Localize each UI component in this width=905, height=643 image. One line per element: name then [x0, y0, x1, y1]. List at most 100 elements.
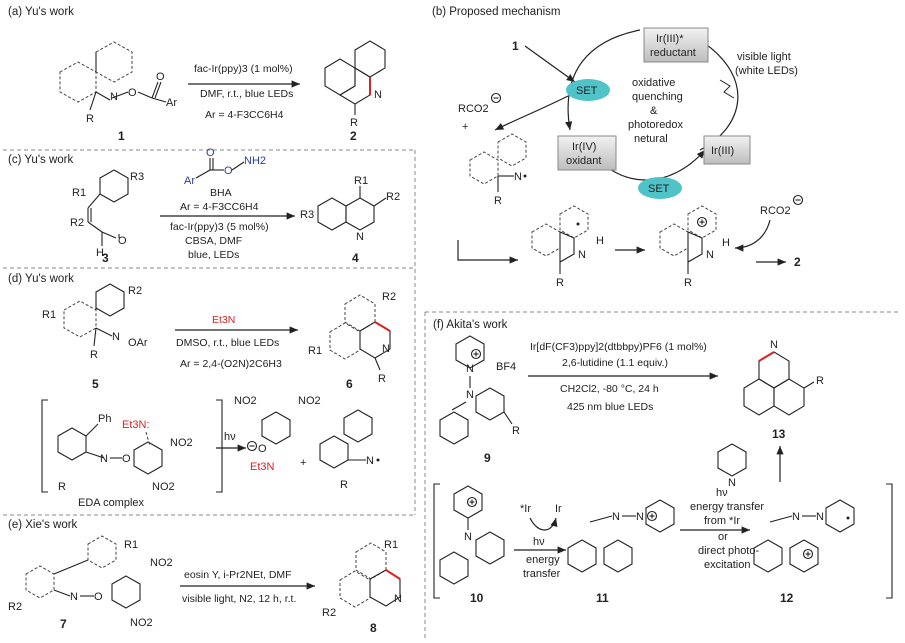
svg-text:R2: R2 — [322, 607, 336, 619]
bha-label: BHA — [210, 187, 232, 199]
panel-d-condition-2: Ar = 2,4-(O2N)2C6H3 — [180, 358, 282, 370]
svg-text:N: N — [636, 511, 644, 523]
svg-text:N: N — [706, 249, 714, 261]
pyridine-byproduct-structure: N — [717, 443, 747, 489]
svg-text:R: R — [556, 277, 564, 289]
svg-text:O: O — [258, 443, 267, 455]
svg-text:N: N — [464, 531, 472, 543]
mechanism-compound-1: 1 — [512, 39, 519, 53]
svg-text:Et3N:: Et3N: — [122, 419, 150, 431]
svg-text:R: R — [512, 425, 520, 437]
panel-c-condition-2: fac-Ir(ppy)3 (5 mol%) — [170, 221, 269, 233]
compound-label-1: 1 — [118, 129, 125, 143]
svg-text:+: + — [300, 457, 306, 469]
panel-c-header: (c) Yu's work — [8, 154, 73, 166]
compound-8-structure: N R1 R2 — [322, 539, 402, 619]
eda-complex-structure: Ph N O Et3N: NO2 NO2 R — [57, 413, 193, 493]
iminyl-radical-d-structure: N R — [319, 409, 380, 491]
panel-c-condition-1: Ar = 4-F3CC6H4 — [180, 201, 259, 213]
svg-text:O: O — [122, 453, 131, 465]
panel-e-condition-2: visible light, N2, 12 h, r.t. — [182, 593, 296, 605]
panel-f-condition-3: CH2Cl2, -80 °C, 24 h — [560, 383, 659, 395]
svg-text:NO2: NO2 — [152, 481, 175, 493]
panel-a-condition-3: Ar = 4-F3CC6H4 — [205, 109, 284, 121]
panel-dividers — [3, 149, 900, 640]
svg-text:N: N — [382, 343, 390, 355]
svg-text:netural: netural — [634, 133, 668, 145]
set-bottom-label: SET — [648, 183, 670, 195]
svg-text:direct photo-: direct photo- — [698, 545, 759, 557]
svg-text:energy transfer: energy transfer — [690, 501, 764, 513]
svg-text:R1: R1 — [72, 187, 86, 199]
svg-text:R1: R1 — [308, 345, 322, 357]
panel-d: (d) Yu's work R1 R2 N OAr R 5 Et3N DMSO,… — [8, 273, 396, 509]
svg-text:N: N — [466, 389, 474, 401]
compound-10-structure: N — [439, 485, 505, 585]
svg-text:R: R — [494, 195, 502, 207]
svg-text:NO2: NO2 — [170, 437, 193, 449]
svg-text:oxidative: oxidative — [632, 77, 675, 89]
compound-13-structure: N R — [743, 339, 824, 416]
compound-label-2: 2 — [350, 129, 357, 143]
svg-text:R: R — [350, 117, 358, 129]
svg-text:hν: hν — [224, 431, 236, 443]
svg-text:H: H — [96, 247, 104, 259]
svg-text:N: N — [466, 363, 474, 375]
panel-d-condition-1: DMSO, r.t., blue LEDs — [176, 337, 279, 349]
svg-text:N: N — [816, 511, 824, 523]
compound-2-structure: N R — [324, 40, 386, 129]
panel-a-condition-1: fac-Ir(ppy)3 (1 mol%) — [194, 63, 293, 75]
svg-text:O: O — [224, 165, 233, 177]
ir3-star-label: Ir(III)* — [656, 33, 684, 45]
compound-6-structure: N R R1 R2 — [308, 291, 396, 385]
ir3-label: Ir(III) — [711, 145, 734, 157]
panel-e-condition-1: eosin Y, i-Pr2NEt, DMF — [184, 569, 292, 581]
panel-f: (f) Akita's work N N R BF4 9 Ir[dF(CF3)p… — [433, 319, 893, 605]
panel-a-header: (a) Yu's work — [8, 6, 74, 18]
svg-text:NO2: NO2 — [234, 395, 257, 407]
svg-text:from *Ir: from *Ir — [704, 515, 740, 527]
svg-text:N: N — [356, 231, 364, 243]
svg-text:or: or — [718, 531, 728, 543]
compound-label-12: 12 — [780, 591, 794, 605]
svg-text:O: O — [206, 147, 215, 159]
panel-e: (e) Xie's work N O R1 R2 NO2 NO2 7 eosin… — [8, 519, 402, 635]
svg-text:R2: R2 — [386, 191, 400, 203]
svg-text:N: N — [394, 593, 402, 605]
svg-text:N: N — [770, 339, 778, 351]
svg-text:N: N — [70, 591, 78, 603]
white-leds-label: (white LEDs) — [735, 65, 798, 77]
compound-11-structure: N N — [567, 499, 675, 573]
reductant-label: reductant — [650, 47, 696, 59]
svg-text:+: + — [462, 121, 468, 133]
svg-text:*Ir: *Ir — [520, 503, 531, 515]
svg-text:O: O — [118, 235, 127, 247]
compound-3-structure: R1 R2 R3 H O — [70, 169, 144, 259]
panel-a-condition-2: DMF, r.t., blue LEDs — [200, 88, 293, 100]
bha-structure: Ar O O NH2 — [184, 147, 266, 187]
panel-f-condition-4: 425 nm blue LEDs — [567, 401, 653, 413]
svg-text:H: H — [722, 237, 730, 249]
svg-text:hν: hν — [533, 536, 545, 548]
svg-text:&: & — [650, 105, 658, 117]
svg-text:Ph: Ph — [98, 413, 111, 425]
svg-text:N: N — [100, 453, 108, 465]
panel-c-condition-3: CBSA, DMF — [185, 235, 242, 247]
cation-intermediate-structure: N H R — [659, 205, 730, 289]
svg-text:Ir: Ir — [555, 503, 562, 515]
svg-text:R: R — [684, 277, 692, 289]
svg-text:R1: R1 — [124, 539, 138, 551]
compound-label-7: 7 — [60, 617, 67, 631]
svg-text:R2: R2 — [8, 601, 22, 613]
compound-label-11: 11 — [596, 591, 609, 605]
svg-text:OAr: OAr — [128, 337, 148, 349]
svg-text:O: O — [94, 591, 103, 603]
svg-text:N: N — [578, 249, 586, 261]
svg-text:N: N — [110, 91, 118, 103]
panel-c: (c) Yu's work R1 R2 R3 H O 3 Ar O O — [8, 147, 400, 265]
svg-text:N: N — [514, 171, 522, 183]
panel-d-header: (d) Yu's work — [8, 273, 74, 285]
panel-e-header: (e) Xie's work — [8, 519, 78, 531]
svg-text:excitation: excitation — [704, 559, 750, 571]
svg-text:O: O — [156, 71, 165, 83]
